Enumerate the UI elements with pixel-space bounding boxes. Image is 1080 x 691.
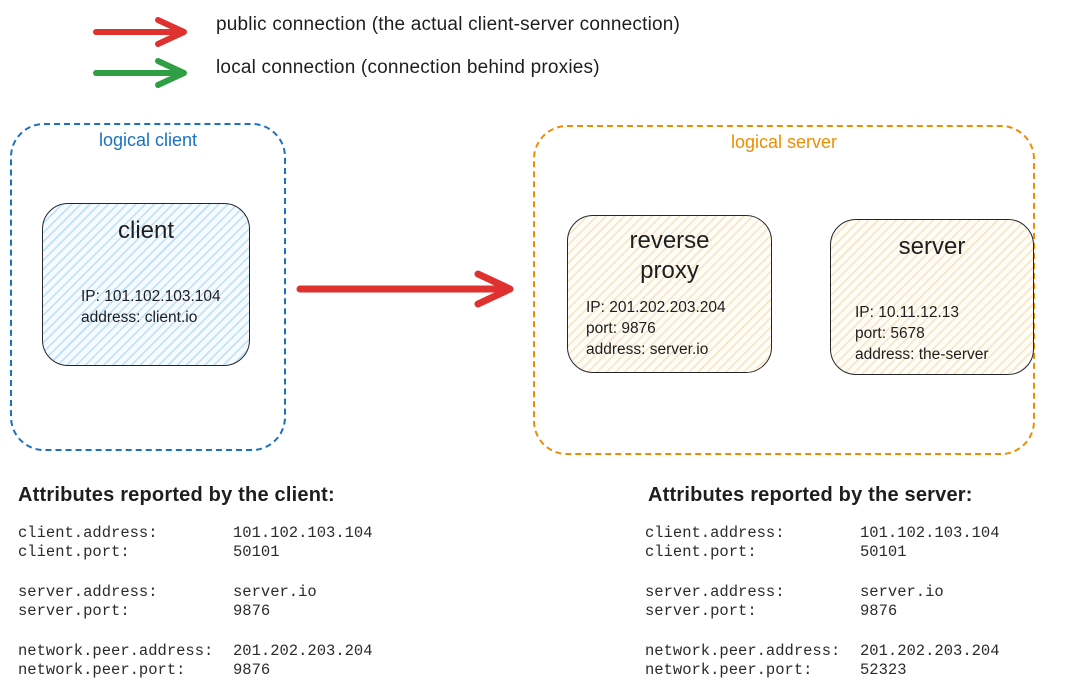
legend-public-connection-label: public connection (the actual client-ser… — [216, 14, 681, 35]
attribute-row: network.peer.address: 201.202.203.204 — [645, 642, 1000, 661]
server-node-title: server — [898, 233, 966, 260]
attribute-key: server.port: — [645, 602, 757, 620]
attribute-value: 201.202.203.204 — [233, 642, 373, 660]
client-to-server-arrow — [296, 270, 514, 308]
reverse-proxy-details: IP: 201.202.203.204 port: 9876 address: … — [586, 297, 726, 360]
attribute-key: client.address: — [18, 524, 158, 542]
attribute-row: client.port: 50101 — [18, 543, 373, 562]
reverse-proxy-title-line1: reverse — [629, 227, 710, 254]
attribute-key: client.port: — [645, 543, 757, 561]
server-port: port: 5678 — [855, 325, 925, 342]
server-ip: IP: 10.11.12.13 — [855, 304, 959, 321]
logical-client-label: logical client — [98, 130, 198, 150]
attribute-value: server.io — [860, 583, 944, 601]
server-attributes-title: Attributes reported by the server: — [648, 484, 973, 506]
attribute-value: 50101 — [860, 543, 907, 561]
server-node: server IP: 10.11.12.13 port: 5678 addres… — [830, 219, 1034, 375]
attribute-key: server.address: — [645, 583, 785, 601]
attribute-value: server.io — [233, 583, 317, 601]
attribute-row: server.address: server.io — [645, 583, 1000, 602]
public-connection-arrow-icon — [93, 17, 187, 47]
attribute-key: network.peer.address: — [645, 642, 841, 660]
server-address: address: the-server — [855, 346, 989, 363]
attribute-value: 52323 — [860, 661, 907, 679]
attribute-value: 101.102.103.104 — [233, 524, 373, 542]
client-node-title: client — [117, 217, 175, 244]
server-details: IP: 10.11.12.13 port: 5678 address: the-… — [855, 302, 989, 365]
attribute-group: server.address: server.io server.port: 9876 — [645, 583, 1000, 621]
local-connection-arrow-icon — [93, 58, 187, 88]
attribute-row: client.address: 101.102.103.104 — [645, 524, 1000, 543]
attribute-value: 9876 — [233, 602, 271, 620]
attribute-row: client.port: 50101 — [645, 543, 1000, 562]
client-node-details: IP: 101.102.103.104 address: client.io — [81, 286, 221, 328]
attribute-value: 50101 — [233, 543, 280, 561]
attribute-row: network.peer.port: 9876 — [18, 661, 373, 680]
attribute-key: network.peer.port: — [645, 661, 813, 679]
client-ip: IP: 101.102.103.104 — [81, 288, 221, 305]
arrow-shape — [93, 17, 187, 47]
attribute-key: client.port: — [18, 543, 130, 561]
attribute-row: network.peer.address: 201.202.203.204 — [18, 642, 373, 661]
attribute-key: client.address: — [645, 524, 785, 542]
legend-local-connection-label: local connection (connection behind prox… — [216, 57, 600, 78]
attribute-value: 9876 — [860, 602, 898, 620]
logical-client-group: logical client client IP: 101.102.103.10… — [10, 123, 286, 451]
attribute-value: 101.102.103.104 — [860, 524, 1000, 542]
reverse-proxy-address: address: server.io — [586, 341, 709, 358]
arrow-shape — [296, 270, 514, 308]
reverse-proxy-node: reverse proxy IP: 201.202.203.204 port: … — [567, 215, 772, 373]
logical-server-group: logical server reverse proxy IP: 201.202… — [533, 125, 1035, 455]
attribute-row: network.peer.port: 52323 — [645, 661, 1000, 680]
attribute-row: server.port: 9876 — [645, 602, 1000, 621]
attribute-value: 201.202.203.204 — [860, 642, 1000, 660]
logical-server-label: logical server — [730, 132, 838, 152]
reverse-proxy-node-title: reverse proxy — [568, 226, 771, 286]
attribute-value: 9876 — [233, 661, 271, 679]
reverse-proxy-port: port: 9876 — [586, 320, 656, 337]
reverse-proxy-ip: IP: 201.202.203.204 — [586, 299, 726, 316]
client-node: client IP: 101.102.103.104 address: clie… — [42, 203, 250, 366]
attribute-key: server.port: — [18, 602, 130, 620]
arrow-shape — [93, 58, 187, 88]
attribute-key: network.peer.address: — [18, 642, 214, 660]
attribute-group: server.address: server.io server.port: 9876 — [18, 583, 373, 621]
attribute-key: network.peer.port: — [18, 661, 186, 679]
attribute-row: client.address: 101.102.103.104 — [18, 524, 373, 543]
attribute-key: server.address: — [18, 583, 158, 601]
attribute-row: server.port: 9876 — [18, 602, 373, 621]
client-attributes-title: Attributes reported by the client: — [18, 484, 335, 506]
reverse-proxy-title-line2: proxy — [640, 257, 699, 284]
attribute-row: server.address: server.io — [18, 583, 373, 602]
client-address: address: client.io — [81, 309, 198, 326]
